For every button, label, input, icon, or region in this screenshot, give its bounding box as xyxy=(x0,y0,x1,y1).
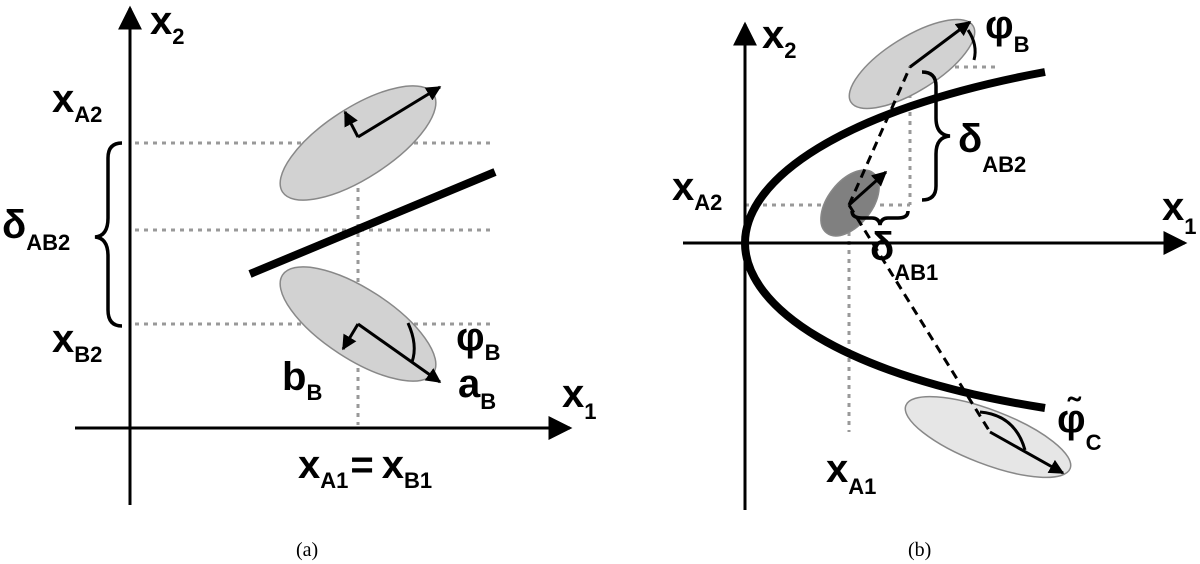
panel-b xyxy=(683,18,1188,510)
x1-axis-label-a: x1 xyxy=(562,372,597,424)
vector-a-major xyxy=(357,85,442,139)
thick-line xyxy=(248,168,497,278)
xa1-xb1-label: xA1=xB1 xyxy=(298,443,432,493)
delta-ab2-brace xyxy=(921,70,951,202)
xa2-label-b: xA2 xyxy=(672,165,722,215)
delta-ab1-label-b: δAB1 xyxy=(870,225,938,285)
phi-c-label-b: φ̃C xyxy=(1057,395,1102,455)
phi-arc-b xyxy=(966,29,977,61)
phi-arc-a xyxy=(406,322,416,363)
caption-b: (b) xyxy=(908,539,931,561)
x1-axis-label-b: x1 xyxy=(1162,185,1197,239)
ellipse-c xyxy=(904,395,1072,479)
xa2-label-a: xA2 xyxy=(52,77,102,127)
delta-brace-a xyxy=(94,141,123,328)
panel-a xyxy=(75,5,573,505)
phi-b-label-b: φB xyxy=(985,3,1030,57)
dashed-line-ab xyxy=(847,66,912,206)
vector-a-minor xyxy=(343,110,360,138)
xa1-label-b: xA1 xyxy=(826,447,876,499)
x2-axis-label-a: x2 xyxy=(150,0,185,49)
phi-b-label-a: φB xyxy=(456,315,501,365)
x2-axis-label-b: x2 xyxy=(762,13,797,63)
vector-a-dark xyxy=(848,170,888,207)
delta-ab2-label-b: δAB2 xyxy=(958,117,1026,177)
delta-ab2-label-a: δAB2 xyxy=(2,203,70,255)
vector-b-top xyxy=(909,20,972,69)
delta-ab1-brace xyxy=(850,210,910,226)
a-b-label: aB xyxy=(458,362,496,414)
caption-a: (a) xyxy=(296,539,318,561)
xb2-label-a: xB2 xyxy=(52,317,102,367)
vector-aB xyxy=(357,322,442,384)
parabola xyxy=(740,68,1046,412)
b-b-label: bB xyxy=(282,355,322,405)
phi-arc-c xyxy=(979,410,1027,451)
vector-bB xyxy=(341,323,360,351)
vector-c xyxy=(989,430,1065,475)
